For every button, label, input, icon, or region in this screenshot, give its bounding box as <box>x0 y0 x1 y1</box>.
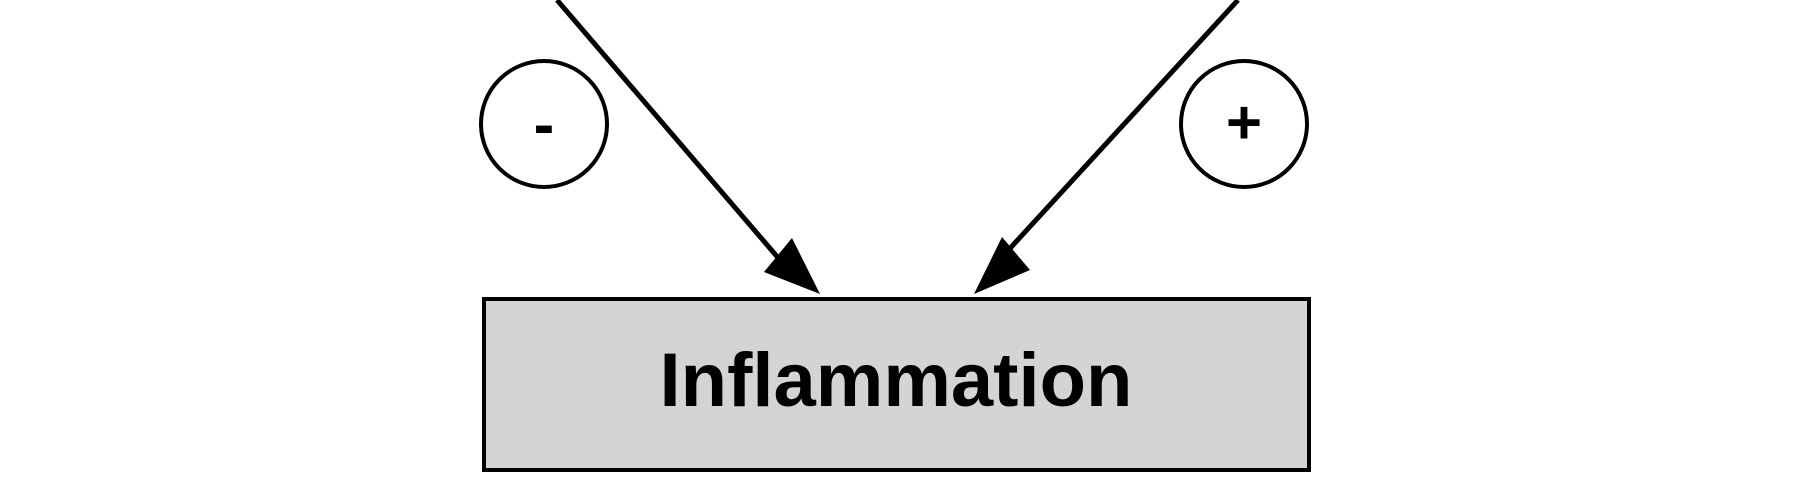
negative-arrow-shaft <box>555 0 794 276</box>
positive-arrowhead <box>974 237 1030 294</box>
inflammation-node: Inflammation <box>482 297 1311 472</box>
inflammation-box <box>482 297 1311 472</box>
negative-sign-badge: - <box>479 59 609 189</box>
positive-sign-circle <box>1179 59 1309 189</box>
negative-sign-circle <box>479 59 609 189</box>
negative-influence-arrow <box>555 0 820 294</box>
negative-sign-label: - <box>534 90 555 159</box>
negative-arrowhead <box>764 238 820 294</box>
inflammation-label: Inflammation <box>660 338 1133 423</box>
positive-influence-arrow <box>974 0 1240 294</box>
positive-sign-badge: + <box>1179 59 1309 189</box>
positive-sign-label: + <box>1226 88 1262 157</box>
positive-arrow-shaft <box>1001 0 1240 258</box>
